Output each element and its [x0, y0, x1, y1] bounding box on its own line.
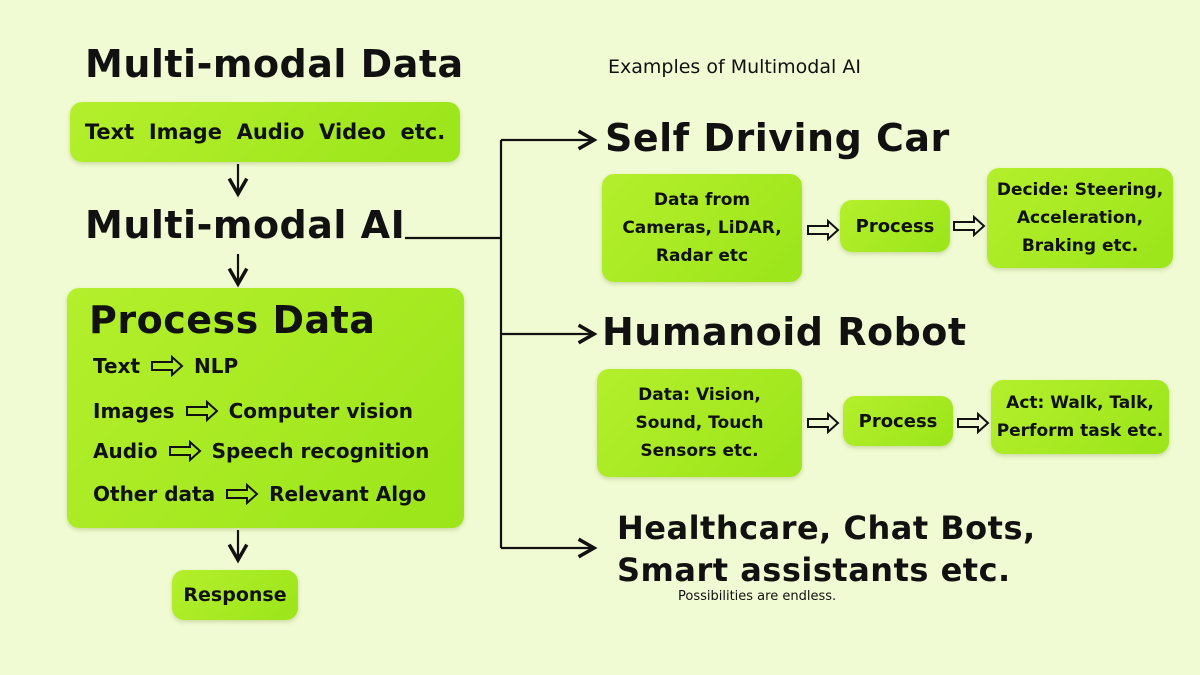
right-hollow-arrow-icon [957, 412, 990, 434]
process-row: Audio Speech recognition [93, 439, 429, 463]
process-row: Other data Relevant Algo [93, 482, 426, 506]
other-examples-line: Smart assistants etc. [617, 551, 1011, 589]
humanoid-robot-title: Humanoid Robot [602, 310, 967, 354]
robot-input-line: Sound, Touch [635, 413, 764, 433]
robot-output-box: Act: Walk, Talk, Perform task etc. [991, 380, 1169, 454]
car-output-box: Decide: Steering, Acceleration, Braking … [987, 168, 1173, 268]
car-input-line: Data from [653, 190, 751, 210]
process-row-output: Speech recognition [211, 439, 430, 463]
car-input-line: Cameras, LiDAR, [622, 218, 782, 238]
right-hollow-arrow-icon [185, 400, 219, 422]
process-row-output: NLP [194, 354, 239, 378]
car-input-box: Data from Cameras, LiDAR, Radar etc [602, 174, 802, 282]
robot-input-line: Data: Vision, [638, 385, 761, 405]
car-output-line: Braking etc. [1021, 236, 1139, 256]
right-hollow-arrow-icon [168, 440, 202, 462]
examples-heading: Examples of Multimodal AI [608, 56, 861, 78]
right-hollow-arrow-icon [226, 483, 259, 505]
car-output-line: Decide: Steering, [996, 180, 1164, 200]
process-data-box: Process Data Text NLP Images Computer vi… [67, 288, 464, 528]
right-hollow-arrow-icon [807, 219, 840, 241]
right-hollow-arrow-icon [151, 355, 184, 377]
car-output-line: Acceleration, [1016, 208, 1144, 228]
response-box: Response [172, 570, 298, 620]
other-examples-line: Healthcare, Chat Bots, [617, 509, 1036, 547]
right-hollow-arrow-icon [807, 412, 840, 434]
process-row: Images Computer vision [93, 399, 413, 423]
other-examples: Healthcare, Chat Bots, Smart assistants … [617, 507, 1036, 591]
process-row-output: Computer vision [228, 399, 413, 423]
process-row-output: Relevant Algo [269, 482, 427, 506]
car-process-label: Process [855, 215, 935, 237]
car-process-box: Process [840, 200, 950, 252]
process-row-input: Audio [93, 439, 158, 463]
process-row-input: Text [93, 354, 141, 378]
multimodal-ai-title: Multi-modal AI [85, 203, 406, 247]
data-types-box: Text Image Audio Video etc. [70, 102, 460, 162]
right-hollow-arrow-icon [953, 215, 986, 237]
data-types-label: Text Image Audio Video etc. [84, 120, 446, 144]
process-data-title: Process Data [89, 298, 376, 342]
robot-process-label: Process [858, 410, 938, 432]
tagline: Possibilities are endless. [678, 589, 837, 604]
robot-output-line: Act: Walk, Talk, [1006, 393, 1154, 413]
self-driving-car-title: Self Driving Car [605, 116, 950, 160]
robot-output-line: Perform task etc. [996, 421, 1164, 441]
multimodal-data-title: Multi-modal Data [85, 42, 464, 86]
robot-input-box: Data: Vision, Sound, Touch Sensors etc. [597, 369, 802, 477]
car-input-line: Radar etc [655, 246, 749, 266]
response-label: Response [183, 584, 287, 606]
process-row-input: Other data [93, 482, 216, 506]
process-row-input: Images [93, 399, 175, 423]
robot-process-box: Process [843, 396, 953, 446]
process-row: Text NLP [93, 354, 238, 378]
robot-input-line: Sensors etc. [640, 441, 759, 461]
